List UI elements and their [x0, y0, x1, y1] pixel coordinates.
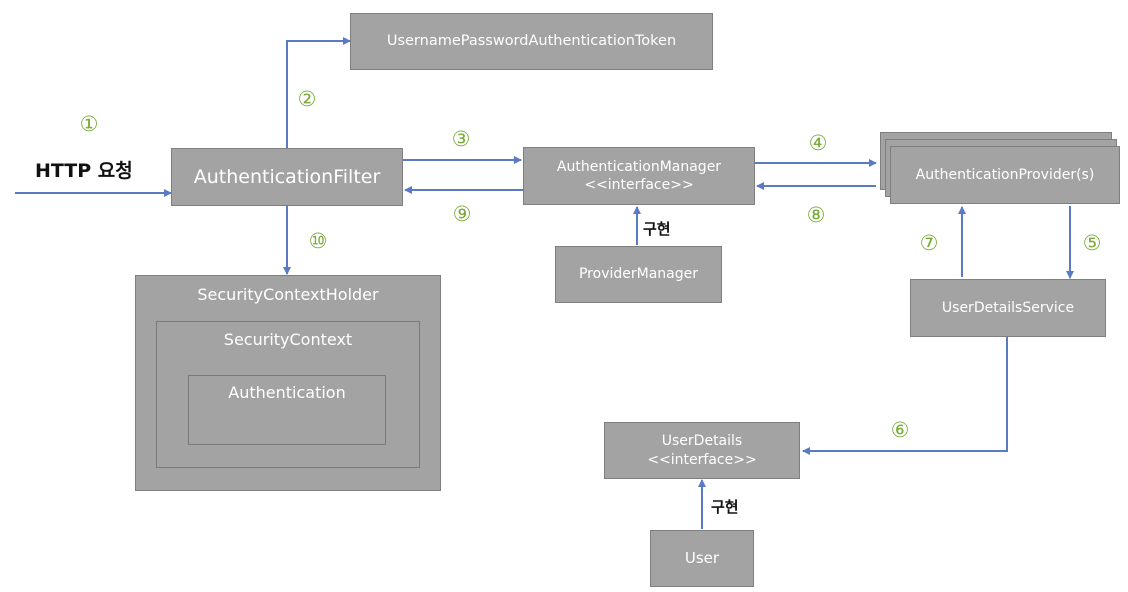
user-box: User: [650, 530, 754, 587]
arrow-service-to-userdetails: [802, 337, 1008, 455]
step-5-number: ⑤: [1082, 231, 1102, 255]
arrow-filter-to-token: [286, 37, 351, 148]
user-details-service-box: UserDetailsService: [910, 279, 1106, 337]
step-4-number: ④: [808, 131, 828, 155]
authentication-provider-label: AuthenticationProvider(s): [915, 166, 1095, 183]
authentication-manager-box: AuthenticationManager <<interface>>: [523, 147, 755, 205]
authentication-manager-label: AuthenticationManager: [556, 158, 722, 175]
security-context-holder-label: SecurityContextHolder: [197, 285, 379, 304]
implements-label-user: 구현: [711, 498, 739, 516]
authentication-manager-stereotype: <<interface>>: [584, 177, 694, 193]
provider-manager-box: ProviderManager: [555, 246, 722, 303]
user-details-service-label: UserDetailsService: [941, 299, 1075, 316]
username-password-token-label: UsernamePasswordAuthenticationToken: [386, 33, 677, 50]
user-details-box: UserDetails <<interface>>: [604, 422, 800, 479]
step-3-number: ③: [451, 127, 471, 151]
security-context-box: SecurityContext Authentication: [156, 321, 420, 468]
http-request-label: HTTP 요청: [35, 160, 133, 182]
user-label: User: [684, 548, 720, 567]
user-details-stereotype: <<interface>>: [647, 451, 757, 468]
step-8-number: ⑧: [806, 203, 826, 227]
security-context-label: SecurityContext: [223, 330, 353, 349]
step-1-number: ①: [79, 112, 99, 136]
step-6-number: ⑥: [890, 418, 910, 442]
implements-label-provider-manager: 구현: [643, 220, 671, 238]
username-password-token-box: UsernamePasswordAuthenticationToken: [350, 13, 713, 70]
authentication-box: Authentication: [188, 375, 386, 445]
authentication-filter-label: AuthenticationFilter: [193, 165, 381, 188]
security-context-holder-box: SecurityContextHolder SecurityContext Au…: [135, 275, 441, 491]
step-7-number: ⑦: [919, 231, 939, 255]
authentication-filter-box: AuthenticationFilter: [171, 148, 403, 206]
step-9-number: ⑨: [452, 202, 472, 226]
authentication-provider-box: AuthenticationProvider(s): [890, 146, 1120, 204]
authentication-label: Authentication: [228, 383, 346, 402]
provider-manager-label: ProviderManager: [578, 266, 698, 283]
user-details-label: UserDetails: [661, 433, 743, 450]
step-10-number: ⑩: [308, 229, 328, 253]
step-2-number: ②: [297, 87, 317, 111]
